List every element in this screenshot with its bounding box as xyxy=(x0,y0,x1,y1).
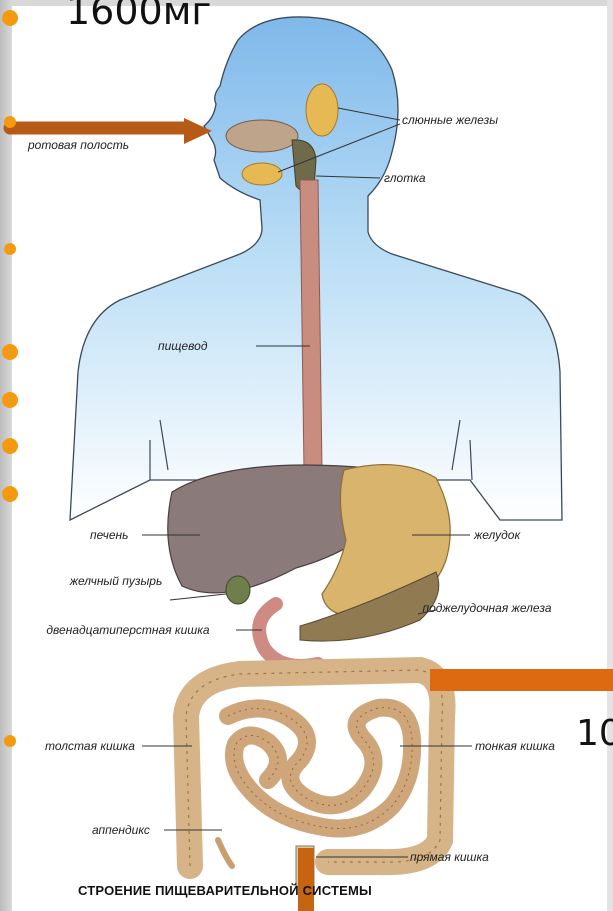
label-large-intestine: толстая кишка xyxy=(40,740,140,753)
bullet-3 xyxy=(4,243,16,255)
bullet-8 xyxy=(4,735,16,747)
bullet-2 xyxy=(4,116,16,128)
label-pancreas: поджелудочная железа xyxy=(422,602,552,615)
label-gallbladder: желчный пузырь xyxy=(66,575,166,588)
label-pharynx: глотка xyxy=(384,172,426,185)
appendix-shape xyxy=(218,840,232,866)
bullet-6 xyxy=(2,438,18,454)
label-esophagus: пищевод xyxy=(158,340,207,353)
bullet-1 xyxy=(2,10,18,26)
label-oral-cavity: ротовая полость xyxy=(28,139,129,152)
bullet-4 xyxy=(2,344,18,360)
gallbladder-shape xyxy=(226,576,250,604)
bullet-7 xyxy=(2,486,18,502)
label-salivary-glands: слюнные железы xyxy=(402,114,498,127)
slide-top-text: 1600мг xyxy=(66,0,211,30)
label-rectum: прямая кишка xyxy=(410,851,489,864)
salivary-gland-sublingual xyxy=(242,163,282,185)
diagram-caption: СТРОЕНИЕ ПИЩЕВАРИТЕЛЬНОЙ СИСТЕМЫ xyxy=(78,883,372,898)
label-small-intestine: тонкая кишка xyxy=(470,740,560,753)
label-stomach: желудок xyxy=(474,529,520,542)
label-appendix: аппендикс xyxy=(92,824,150,837)
orange-vertical-bar xyxy=(298,848,314,911)
slide-right-text: 10 xyxy=(576,716,613,752)
oral-cavity-shape xyxy=(226,120,298,152)
label-liver: печень xyxy=(90,529,128,542)
label-duodenum: двенадцатиперстная кишка xyxy=(18,624,238,637)
orange-horizontal-bar xyxy=(430,669,613,691)
salivary-gland-parotid xyxy=(306,84,338,136)
esophagus-shape xyxy=(300,180,322,470)
bullet-5 xyxy=(2,392,18,408)
small-intestine-shape xyxy=(228,708,412,829)
